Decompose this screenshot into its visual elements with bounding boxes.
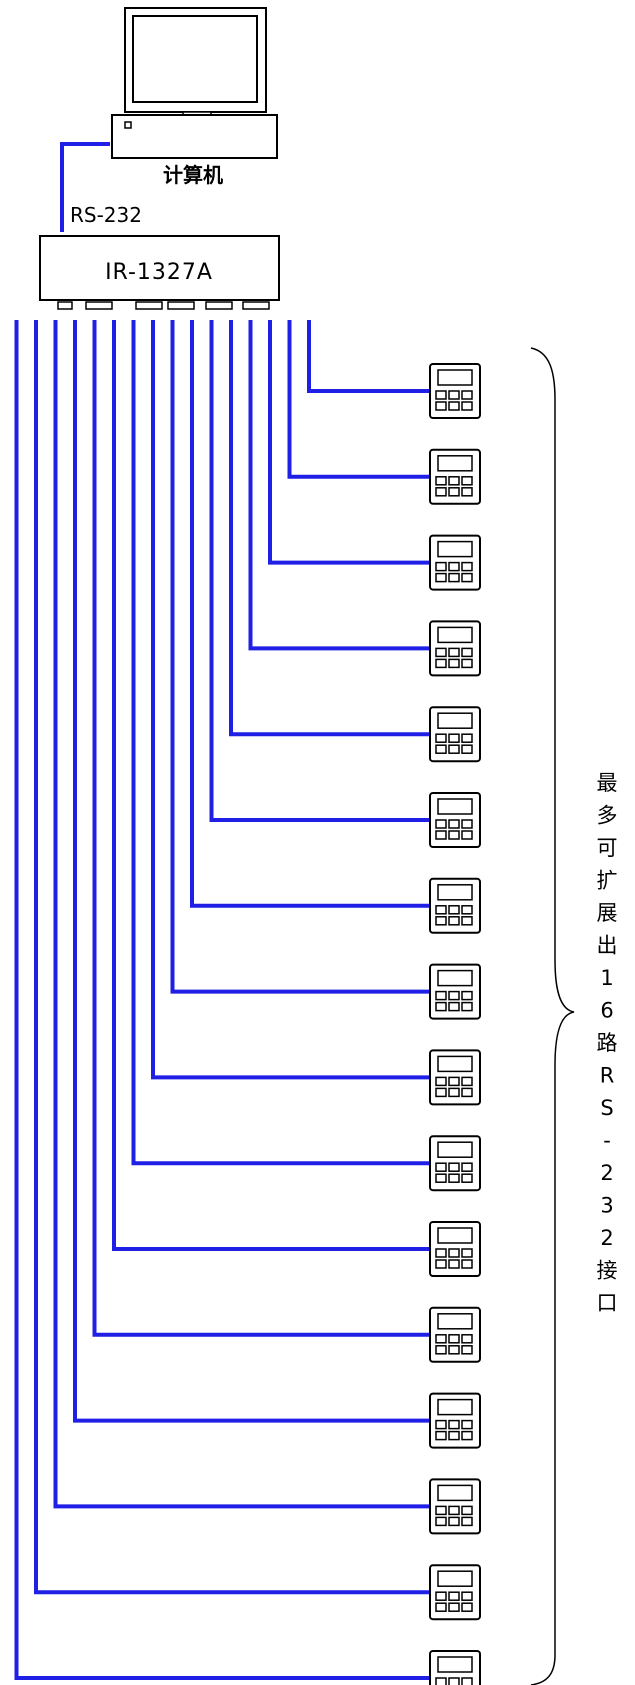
keypad-terminal-icon xyxy=(429,448,481,505)
terminal-cable xyxy=(14,320,430,1680)
keypad-terminal-icon xyxy=(429,792,481,848)
computer-icon xyxy=(111,7,278,159)
vertical-label-char: - xyxy=(603,1129,611,1153)
monitor-screen xyxy=(132,15,258,103)
terminal-cable xyxy=(268,320,430,565)
rs232-link-cable xyxy=(60,142,110,232)
computer-label: 计算机 xyxy=(163,163,223,187)
terminal-cable xyxy=(151,320,430,1080)
keypad-terminal-icon xyxy=(429,1392,481,1449)
terminal-cable xyxy=(190,320,430,908)
vertical-label-char: 展 xyxy=(597,901,618,925)
converter-ports xyxy=(57,301,270,310)
keypad-terminal-icon xyxy=(429,877,481,934)
vertical-label-char: 接 xyxy=(597,1259,618,1283)
rs232-link-label: RS-232 xyxy=(70,203,142,227)
converter-port xyxy=(85,301,113,310)
vertical-label-char: 3 xyxy=(600,1194,613,1218)
converter-port xyxy=(242,301,270,310)
vertical-label-char: R xyxy=(600,1064,615,1088)
converter-port xyxy=(135,301,163,310)
vertical-label-char: 口 xyxy=(597,1291,618,1315)
terminal-cable xyxy=(92,320,430,1337)
vertical-label-char: 多 xyxy=(597,804,618,828)
keypad-terminal-icon xyxy=(429,706,481,763)
terminal-cable xyxy=(229,320,430,737)
vertical-label-char: 可 xyxy=(597,836,618,860)
vertical-label-char: 1 xyxy=(600,966,613,990)
converter-port xyxy=(57,301,73,310)
terminal-cable xyxy=(112,320,430,1251)
terminal-cable xyxy=(34,320,430,1595)
terminal-cable xyxy=(53,320,430,1509)
keypad-terminal-icon xyxy=(429,963,481,1020)
converter-label: IR-1327A xyxy=(105,260,213,285)
keypad-terminal-icon xyxy=(429,1221,481,1277)
terminal-cable xyxy=(73,320,430,1423)
terminal-cable xyxy=(170,320,430,994)
terminal-cable xyxy=(307,320,430,393)
converter-port xyxy=(167,301,195,310)
keypad-terminal-icon xyxy=(429,1478,481,1535)
terminal-cable xyxy=(287,320,430,479)
vertical-label-char: 路 xyxy=(597,1031,618,1055)
keypad-terminal-icon xyxy=(429,1049,481,1106)
vertical-label-char: 出 xyxy=(597,934,618,958)
keypad-terminal-icon xyxy=(429,1650,481,1685)
keypad-terminal-icon xyxy=(429,1564,481,1621)
converter-port xyxy=(205,301,233,310)
keypad-terminal-icon xyxy=(429,534,481,591)
vertical-label-char: 2 xyxy=(600,1161,613,1185)
vertical-label-char: 扩 xyxy=(597,869,618,893)
converter-body xyxy=(39,235,280,301)
terminal-devices xyxy=(429,363,481,1685)
vertical-label-char: S xyxy=(600,1096,613,1120)
keypad-terminal-icon xyxy=(429,620,481,677)
power-led xyxy=(124,121,132,129)
vertical-label-char: 最 xyxy=(597,771,618,795)
terminal-cable xyxy=(248,320,430,651)
vertical-label-char: 2 xyxy=(600,1226,613,1250)
vertical-label-char: 6 xyxy=(600,999,613,1023)
terminal-cable xyxy=(209,320,430,822)
terminal-cable xyxy=(131,320,430,1166)
converter-box: IR-1327A xyxy=(39,235,280,310)
computer-base xyxy=(111,114,278,159)
keypad-terminal-icon xyxy=(429,1306,481,1363)
expansion-brace xyxy=(530,347,575,1685)
keypad-terminal-icon xyxy=(429,363,481,419)
keypad-terminal-icon xyxy=(429,1135,481,1192)
terminal-cables xyxy=(14,320,430,1680)
